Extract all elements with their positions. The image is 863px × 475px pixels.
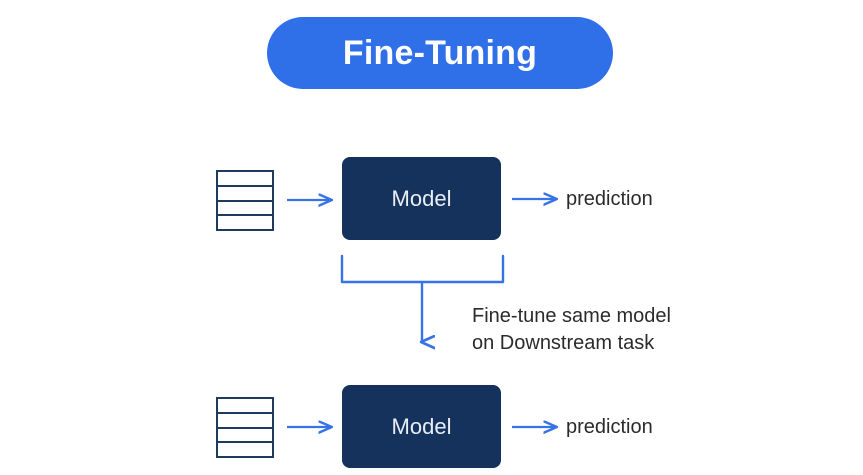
prediction-label-bottom: prediction <box>566 416 653 438</box>
table-icon-row <box>218 414 272 429</box>
table-icon-row <box>218 172 272 187</box>
prediction-label-top: prediction <box>566 188 653 210</box>
table-icon-row <box>218 399 272 414</box>
model-box-top: Model <box>342 157 501 240</box>
table-icon-row <box>218 216 272 229</box>
transition-caption-line-1: Fine-tune same model <box>472 305 671 327</box>
transition-caption-line-2: on Downstream task <box>472 332 655 354</box>
model-box-bottom: Model <box>342 385 501 468</box>
table-icon-row <box>218 187 272 202</box>
table-icon-bottom <box>216 397 274 458</box>
table-icon-row <box>218 202 272 217</box>
model-box-label: Model <box>391 185 452 211</box>
model-box-label: Model <box>391 413 452 439</box>
diagram-title-pill: Fine-Tuning <box>267 17 613 89</box>
table-icon-row <box>218 443 272 456</box>
table-icon-top <box>216 170 274 231</box>
table-icon-row <box>218 429 272 444</box>
page-title: Fine-Tuning <box>342 34 538 72</box>
